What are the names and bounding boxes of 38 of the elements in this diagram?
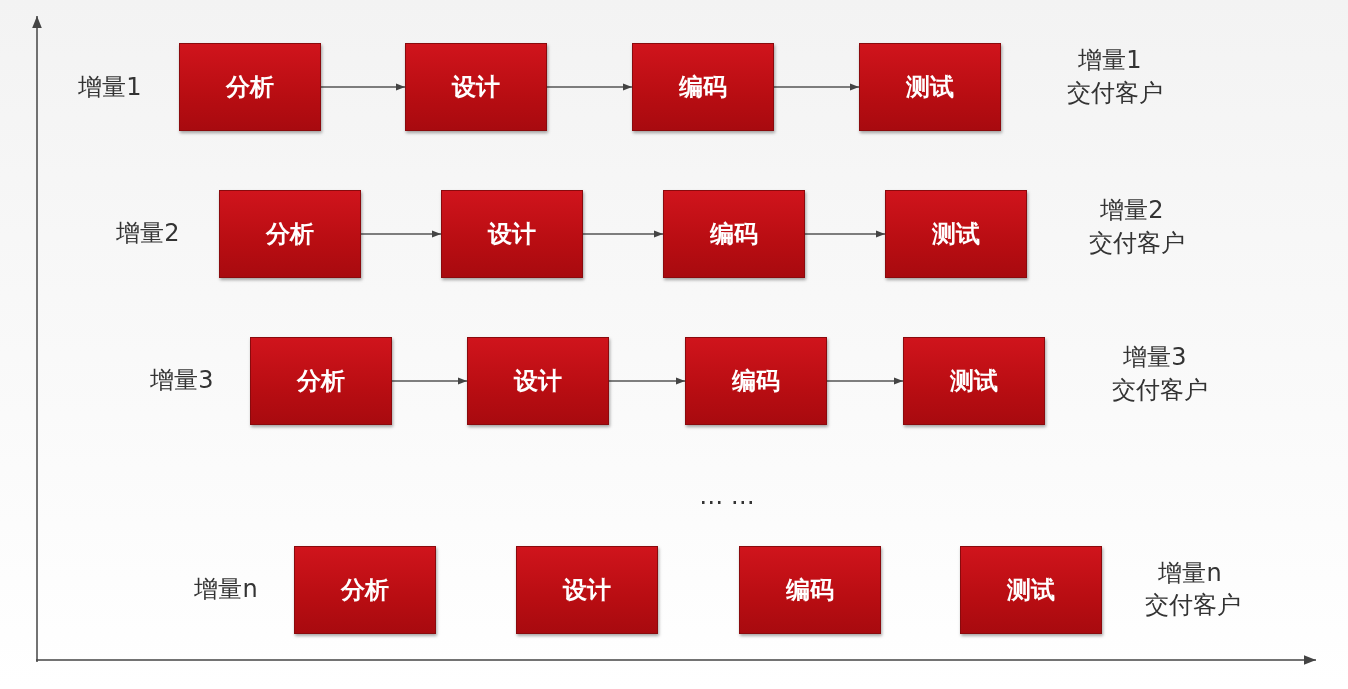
row-label: … … xyxy=(699,482,755,510)
arrow xyxy=(546,83,633,91)
process-box: 编码 xyxy=(685,337,827,425)
arrow xyxy=(773,83,860,91)
process-box: 编码 xyxy=(632,43,774,131)
process-box: 设计 xyxy=(441,190,583,278)
process-box: 编码 xyxy=(739,546,881,634)
row-label: 增量n xyxy=(1158,558,1222,589)
process-box: 分析 xyxy=(250,337,392,425)
row-label: 增量3 xyxy=(1123,342,1187,373)
process-box: 编码 xyxy=(663,190,805,278)
row-label: 交付客户 xyxy=(1067,78,1163,109)
process-box: 测试 xyxy=(859,43,1001,131)
arrow xyxy=(391,377,468,385)
arrow xyxy=(804,230,886,238)
process-box: 分析 xyxy=(294,546,436,634)
process-box: 测试 xyxy=(960,546,1102,634)
process-box: 测试 xyxy=(903,337,1045,425)
arrow xyxy=(582,230,664,238)
row-label: 交付客户 xyxy=(1089,228,1185,259)
arrow xyxy=(320,83,406,91)
process-box: 设计 xyxy=(467,337,609,425)
row-label: 增量1 xyxy=(1078,45,1142,76)
row-label: 交付客户 xyxy=(1145,590,1241,621)
process-box: 测试 xyxy=(885,190,1027,278)
row-label: 增量2 xyxy=(1100,195,1164,226)
process-box: 设计 xyxy=(405,43,547,131)
row-label: 增量3 xyxy=(150,365,214,396)
arrow xyxy=(826,377,904,385)
process-box: 设计 xyxy=(516,546,658,634)
row-label: 增量2 xyxy=(116,218,180,249)
process-box: 分析 xyxy=(179,43,321,131)
row-label: 交付客户 xyxy=(1112,375,1208,406)
row-label: 增量1 xyxy=(78,72,142,103)
arrow xyxy=(360,230,442,238)
arrow xyxy=(608,377,686,385)
process-box: 分析 xyxy=(219,190,361,278)
row-label: 增量n xyxy=(194,574,258,605)
